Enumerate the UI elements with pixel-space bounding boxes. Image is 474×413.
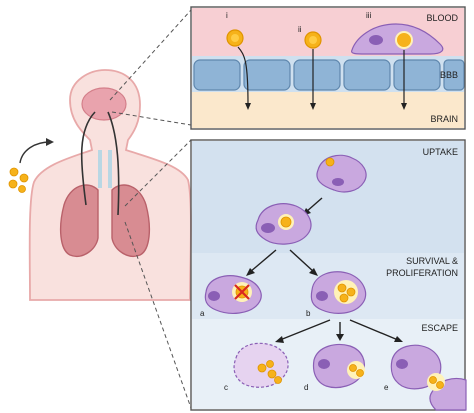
right-lung	[111, 184, 151, 257]
arrowhead-to-proliferation	[309, 268, 318, 276]
macrophage-nucleus	[369, 35, 383, 45]
yeast-cell	[280, 216, 292, 228]
bbb-cell	[243, 59, 291, 91]
stage-label-proliferation: PROLIFERATION	[386, 268, 458, 278]
yeast-capsule	[309, 36, 317, 44]
yeast-cell	[356, 369, 364, 377]
stage-label-uptake: UPTAKE	[423, 147, 458, 157]
route-arrowhead-iii	[401, 103, 407, 110]
bbb-panel-border	[190, 6, 466, 130]
macrophage-nucleus	[208, 291, 220, 301]
yeast-capsule	[231, 34, 239, 42]
host-cell-panel-border	[190, 139, 466, 411]
outcome-label-c: c	[224, 383, 228, 392]
host-cell-panel: UPTAKE SURVIVAL & PROLIFERATION ESCAPE a	[190, 139, 467, 411]
bbb-cell	[193, 59, 241, 91]
arrowhead-to-expulsion	[336, 334, 344, 341]
route-arrow-i	[237, 46, 249, 106]
bbb-panel: BLOOD BBB BRAIN i ii iii	[190, 6, 466, 130]
yeast-cell	[337, 283, 347, 293]
macrophage-nucleus	[318, 359, 330, 369]
arrow-to-lysis	[279, 319, 331, 341]
compartment-label-blood: BLOOD	[426, 13, 458, 23]
uptake-arrow	[305, 197, 323, 213]
arrowhead-to-lysis	[275, 336, 284, 343]
yeast-cell	[274, 376, 282, 384]
macrophage-nucleus	[332, 178, 344, 186]
outcome-label-e: e	[384, 383, 389, 392]
route-arrowhead-ii	[310, 103, 316, 110]
bbb-cell	[293, 59, 341, 91]
yeast-cell	[346, 287, 356, 297]
arrowhead-to-killing	[246, 268, 255, 276]
stage-label-survival: SURVIVAL &	[406, 256, 458, 266]
lung-to-brain-route-2	[107, 111, 120, 216]
stage-label-escape: ESCAPE	[421, 323, 458, 333]
outcome-label-d: d	[304, 383, 308, 392]
trachea	[98, 150, 112, 188]
brain-shape	[81, 87, 127, 121]
left-lung	[59, 184, 99, 257]
macrophage-nucleus	[261, 223, 275, 233]
route-label-iii: iii	[366, 11, 372, 20]
compartment-label-brain: BRAIN	[430, 114, 458, 124]
macrophage-nucleus	[316, 291, 328, 301]
yeast-cell	[325, 157, 335, 167]
yeast-cell	[429, 376, 437, 384]
route-label-i: i	[226, 11, 228, 20]
spore	[19, 173, 29, 183]
spore	[8, 179, 18, 189]
arrow-to-proliferation	[289, 249, 315, 273]
route-label-ii: ii	[298, 25, 302, 34]
killed-cross-icon	[234, 284, 250, 300]
human-body-illustration	[28, 69, 192, 301]
lung-to-brain-route-1	[80, 111, 96, 206]
inhalation-arrow	[19, 141, 51, 164]
macrophage-nucleus	[396, 359, 408, 369]
inhalation-arrowhead	[46, 138, 54, 146]
bbb-cell	[443, 59, 465, 91]
arrow-to-transfer	[349, 319, 399, 341]
bbb-cell	[393, 59, 441, 91]
bbb-cell	[343, 59, 391, 91]
yeast-cell	[257, 363, 267, 373]
yeast-cell	[266, 360, 274, 368]
outcome-label-b: b	[306, 309, 311, 318]
yeast-cell	[436, 381, 444, 389]
yeast-cell	[349, 364, 357, 372]
arrowhead-to-transfer	[394, 336, 403, 342]
arrow-to-killing	[249, 249, 277, 273]
compartment-label-bbb: BBB	[440, 70, 458, 80]
route-arrowhead-i	[245, 103, 251, 110]
yeast-cell	[267, 369, 277, 379]
spore	[9, 167, 19, 177]
spore	[18, 185, 26, 193]
yeast-cell	[339, 293, 349, 303]
brain-region	[192, 92, 464, 128]
yeast-cell	[395, 31, 413, 49]
inhaled-spores	[8, 138, 54, 193]
zoom-lines	[109, 9, 192, 409]
outcome-label-a: a	[200, 309, 205, 318]
